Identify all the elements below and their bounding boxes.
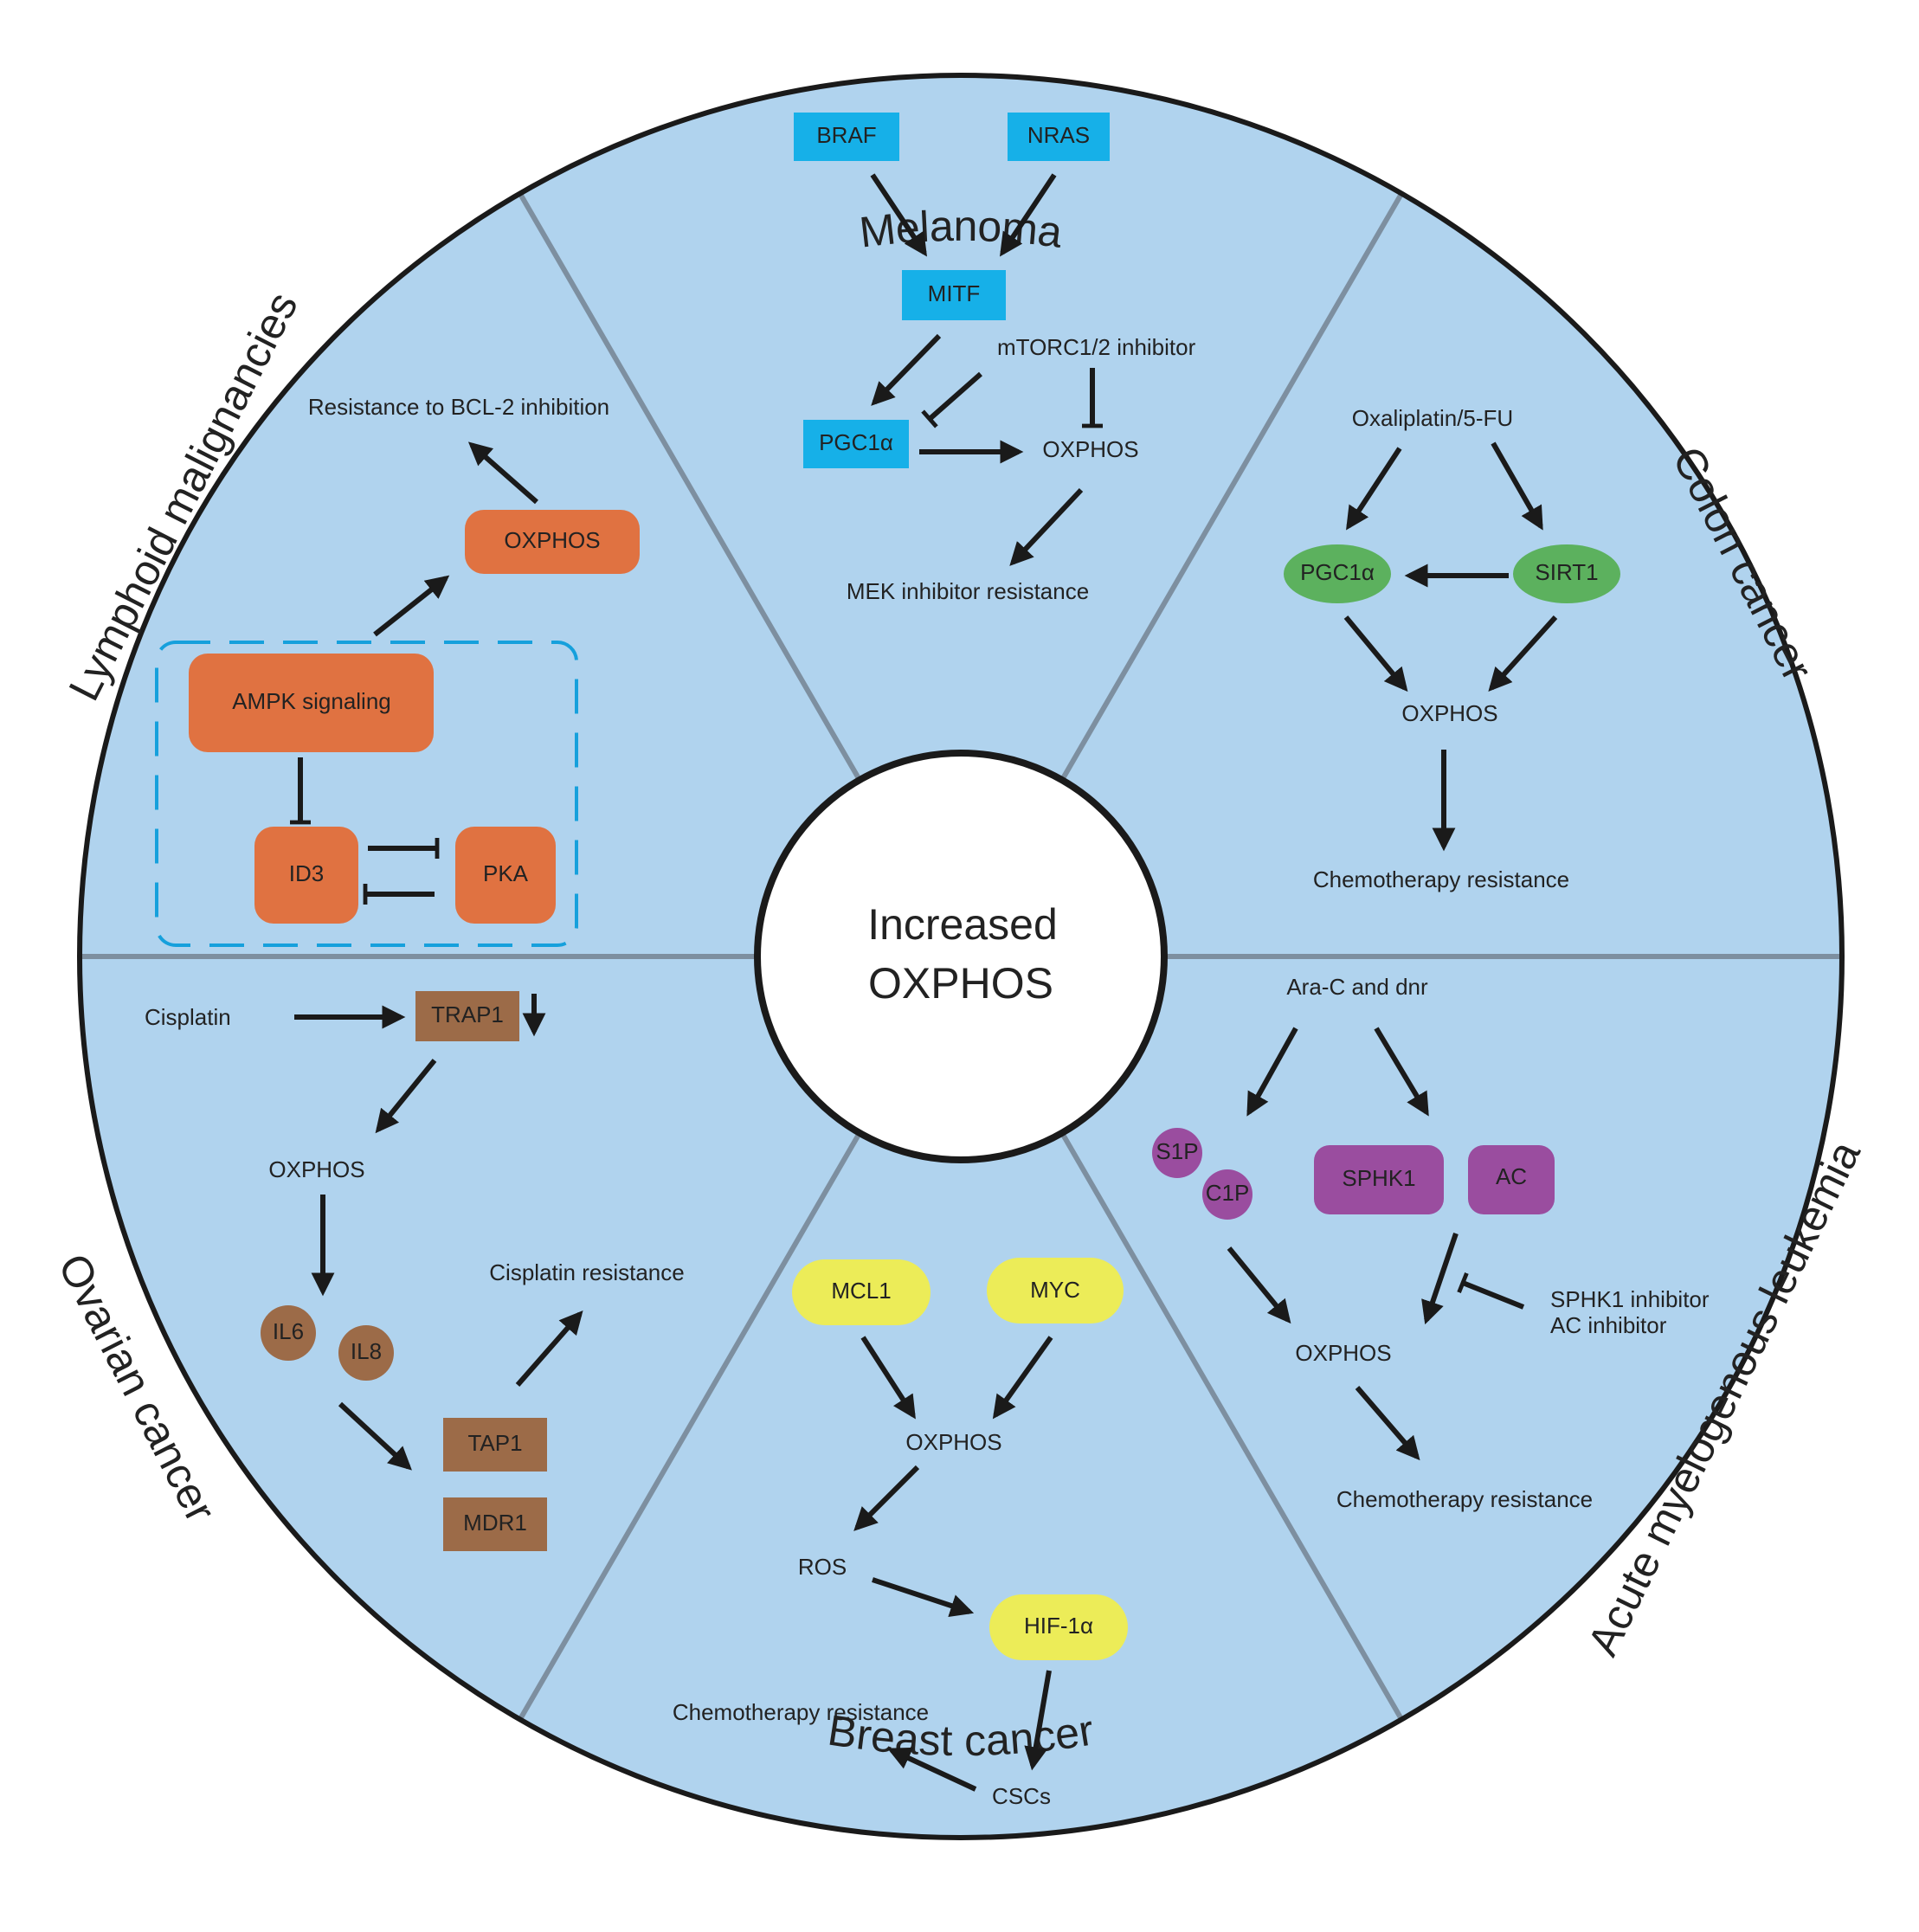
cscs-label: CSCs bbox=[992, 1783, 1051, 1809]
node-oxphos-lymphoid-label: OXPHOS bbox=[504, 527, 600, 553]
node-tap1 bbox=[443, 1418, 547, 1472]
node-braf-label: BRAF bbox=[816, 122, 876, 148]
node-s1p bbox=[1152, 1128, 1202, 1178]
colon-drug-label: Oxaliplatin/5-FU bbox=[1352, 405, 1513, 431]
oxphos-melanoma: OXPHOS bbox=[1042, 436, 1138, 462]
node-myc bbox=[987, 1258, 1124, 1323]
node-oxphos-lymphoid bbox=[465, 510, 640, 574]
node-tap1-label: TAP1 bbox=[467, 1430, 522, 1456]
section-breast-cancer: MCL1 MYC OXPHOS ROS HIF-1α Chemotherapy … bbox=[673, 1258, 1128, 1809]
node-sphk1 bbox=[1314, 1145, 1444, 1214]
cisplatin-resistance: Cisplatin resistance bbox=[489, 1259, 684, 1285]
node-id3 bbox=[254, 827, 358, 924]
sector-dividers bbox=[80, 192, 1842, 1721]
oxphos-ovarian: OXPHOS bbox=[268, 1156, 364, 1182]
center-circle bbox=[754, 750, 1168, 1163]
node-mdr1 bbox=[443, 1497, 547, 1551]
node-c1p-label: C1P bbox=[1206, 1180, 1250, 1206]
bcl2-resistance: Resistance to BCL-2 inhibition bbox=[308, 394, 609, 420]
node-trap1 bbox=[415, 991, 519, 1041]
node-sirt1 bbox=[1513, 544, 1620, 603]
aml-chemo-resistance: Chemotherapy resistance bbox=[1336, 1486, 1593, 1512]
colon-chemo-resistance: Chemotherapy resistance bbox=[1313, 866, 1569, 892]
node-pgc1a-melanoma bbox=[803, 420, 909, 468]
mtorc-inhibitor-label: mTORC1/2 inhibitor bbox=[997, 334, 1196, 360]
section-melanoma: BRAF NRAS MITF PGC1α mTORC1/2 inhibitor … bbox=[794, 113, 1196, 604]
node-il6-label: IL6 bbox=[273, 1318, 304, 1344]
node-hif1a bbox=[989, 1594, 1128, 1660]
node-s1p-label: S1P bbox=[1156, 1138, 1198, 1164]
sphk1-inhibitor-label: SPHK1 inhibitor bbox=[1550, 1286, 1710, 1312]
ac-inhibitor-label: AC inhibitor bbox=[1550, 1312, 1667, 1338]
node-sirt1-label: SIRT1 bbox=[1535, 559, 1598, 585]
node-sphk1-label: SPHK1 bbox=[1342, 1165, 1415, 1191]
mek-inhibitor-resistance: MEK inhibitor resistance bbox=[847, 578, 1089, 604]
node-nras-label: NRAS bbox=[1027, 122, 1090, 148]
node-ampk-signaling-label: AMPK signaling bbox=[232, 688, 391, 714]
node-hif1a-label: HIF-1α bbox=[1024, 1613, 1093, 1639]
node-c1p bbox=[1202, 1169, 1253, 1220]
node-trap1-label: TRAP1 bbox=[431, 1001, 504, 1027]
cisplatin-label: Cisplatin bbox=[145, 1004, 231, 1030]
oxphos-aml: OXPHOS bbox=[1295, 1340, 1391, 1366]
ros-label: ROS bbox=[798, 1554, 847, 1580]
node-pka-label: PKA bbox=[483, 860, 529, 886]
node-il6 bbox=[261, 1305, 316, 1361]
node-pgc1a-colon bbox=[1284, 544, 1391, 603]
node-mdr1-label: MDR1 bbox=[463, 1510, 527, 1536]
breast-chemo-resistance: Chemotherapy resistance bbox=[673, 1699, 929, 1725]
node-il8 bbox=[338, 1325, 394, 1381]
node-myc-label: MYC bbox=[1030, 1277, 1080, 1303]
node-pka bbox=[455, 827, 556, 924]
node-ampk-signaling bbox=[189, 654, 434, 752]
node-mitf-label: MITF bbox=[928, 280, 981, 306]
center-title-line1: Increased bbox=[867, 900, 1058, 949]
section-colon-cancer: Oxaliplatin/5-FU PGC1α SIRT1 OXPHOS Chem… bbox=[1284, 405, 1620, 892]
node-mcl1-label: MCL1 bbox=[831, 1278, 891, 1304]
oxphos-breast: OXPHOS bbox=[905, 1429, 1001, 1455]
node-braf bbox=[794, 113, 899, 161]
node-pgc1a-colon-label: PGC1α bbox=[1300, 559, 1375, 585]
center-title-line2: OXPHOS bbox=[868, 959, 1053, 1008]
node-pgc1a-melanoma-label: PGC1α bbox=[819, 429, 893, 455]
node-ac-label: AC bbox=[1496, 1163, 1527, 1189]
section-aml: Ara-C and dnr S1P C1P SPHK1 AC SPHK1 inh… bbox=[1152, 974, 1710, 1512]
node-ac bbox=[1468, 1145, 1555, 1214]
node-mitf bbox=[902, 270, 1006, 320]
oxphos-colon: OXPHOS bbox=[1401, 700, 1497, 726]
section-lymphoid: Resistance to BCL-2 inhibition OXPHOS AM… bbox=[155, 394, 640, 947]
section-ovarian-cancer: Cisplatin TRAP1 OXPHOS IL6 IL8 Cisplatin… bbox=[145, 991, 685, 1551]
aml-drug-label: Ara-C and dnr bbox=[1286, 974, 1428, 1000]
node-nras bbox=[1008, 113, 1110, 161]
ampk-id3-pka-box bbox=[155, 641, 578, 947]
node-il8-label: IL8 bbox=[351, 1338, 382, 1364]
node-id3-label: ID3 bbox=[289, 860, 324, 886]
node-mcl1 bbox=[792, 1259, 931, 1325]
